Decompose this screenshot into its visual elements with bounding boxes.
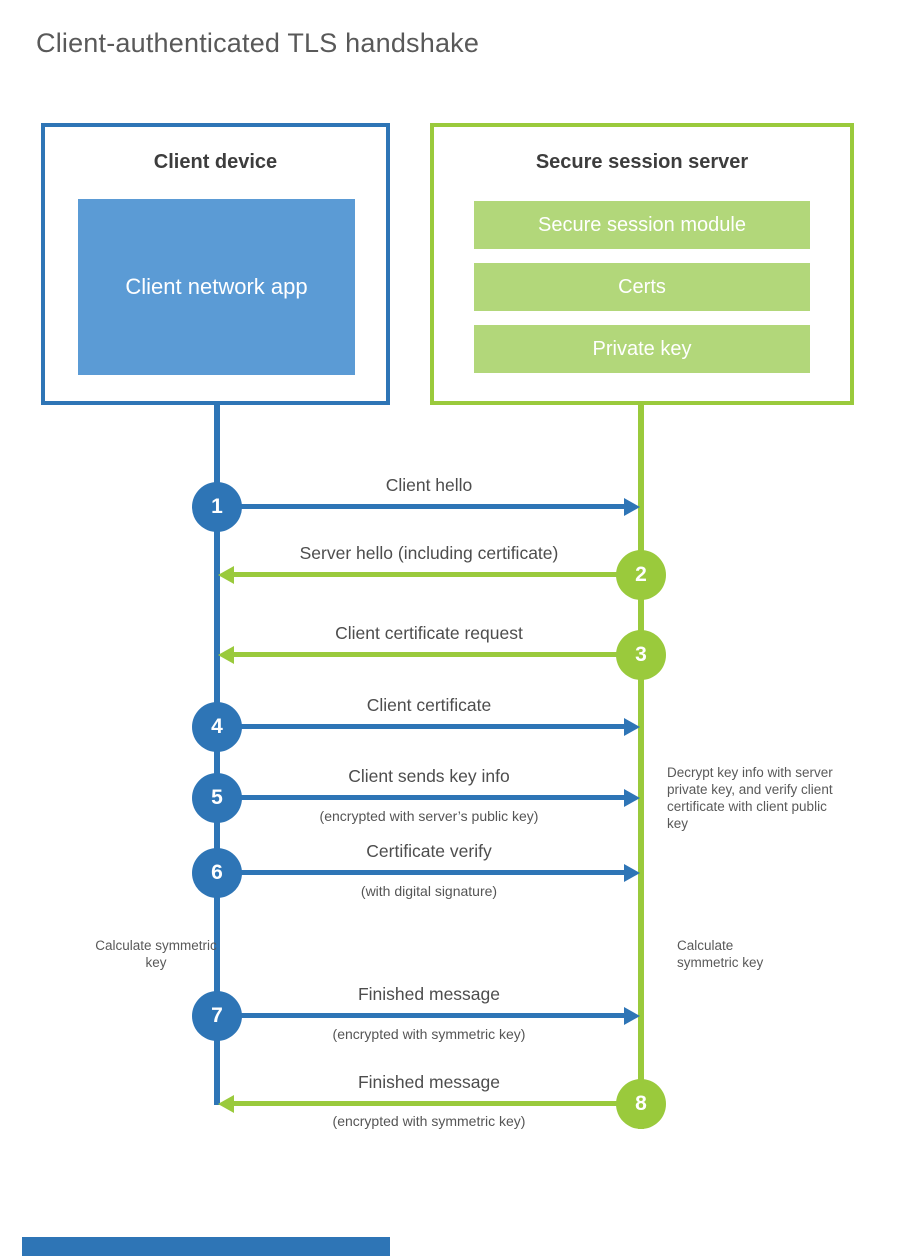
secure-session-module-bar: Secure session module <box>474 201 810 249</box>
arrow-left-icon <box>218 566 234 584</box>
client-network-app-label: Client network app <box>125 273 308 299</box>
arrow-right-icon <box>624 864 640 882</box>
private-key-bar: Private key <box>474 325 810 373</box>
message-8-line <box>234 1101 641 1106</box>
arrow-right-icon <box>624 1007 640 1025</box>
message-5-label: Client sends key info <box>348 766 510 786</box>
message-6-sublabel: (with digital signature) <box>360 883 498 899</box>
message-8-label: Finished message <box>357 1072 501 1092</box>
step-4-circle: 4 <box>192 702 242 752</box>
arrow-right-icon <box>624 498 640 516</box>
message-4-line <box>217 724 624 729</box>
message-6-line <box>217 870 624 875</box>
step-3-circle: 3 <box>616 630 666 680</box>
server-lifeline <box>638 405 644 1129</box>
footer-accent-bar <box>22 1237 390 1256</box>
certs-bar: Certs <box>474 263 810 311</box>
decrypt-key-note: Decrypt key info with server private key… <box>667 765 833 831</box>
message-7-sublabel: (encrypted with symmetric key) <box>332 1026 526 1042</box>
message-7-line <box>217 1013 624 1018</box>
message-2-line <box>234 572 641 577</box>
step-2-circle: 2 <box>616 550 666 600</box>
arrow-right-icon <box>624 718 640 736</box>
client-device-box: Client device Client network app <box>41 123 390 405</box>
message-1-line <box>217 504 624 509</box>
arrow-left-icon <box>218 1095 234 1113</box>
message-3-line <box>234 652 641 657</box>
page-title: Client-authenticated TLS handshake <box>36 28 480 58</box>
step-5-circle: 5 <box>192 773 242 823</box>
calculate-symmetric-key-note-left: Calculate symmetric key <box>95 938 217 970</box>
message-8-sublabel: (encrypted with symmetric key) <box>332 1113 526 1129</box>
message-1-label: Client hello <box>385 475 473 495</box>
client-network-app-box: Client network app <box>78 199 355 375</box>
calculate-symmetric-key-note-right: Calculate symmetric key <box>677 938 764 970</box>
step-6-circle: 6 <box>192 848 242 898</box>
message-6-label: Certificate verify <box>366 841 492 861</box>
step-8-circle: 8 <box>616 1079 666 1129</box>
step-7-circle: 7 <box>192 991 242 1041</box>
message-4-label: Client certificate <box>366 695 492 715</box>
message-5-line <box>217 795 624 800</box>
message-3-label: Client certificate request <box>335 623 523 643</box>
secure-session-server-title: Secure session server <box>535 151 749 173</box>
client-lifeline <box>214 405 220 1105</box>
secure-session-server-box: Secure session server Secure session mod… <box>430 123 854 405</box>
message-5-sublabel: (encrypted with server’s public key) <box>319 808 539 824</box>
arrow-right-icon <box>624 789 640 807</box>
message-7-label: Finished message <box>357 984 501 1004</box>
message-2-label: Server hello (including certificate) <box>299 543 559 563</box>
step-1-circle: 1 <box>192 482 242 532</box>
client-device-title: Client device <box>153 151 278 173</box>
arrow-left-icon <box>218 646 234 664</box>
